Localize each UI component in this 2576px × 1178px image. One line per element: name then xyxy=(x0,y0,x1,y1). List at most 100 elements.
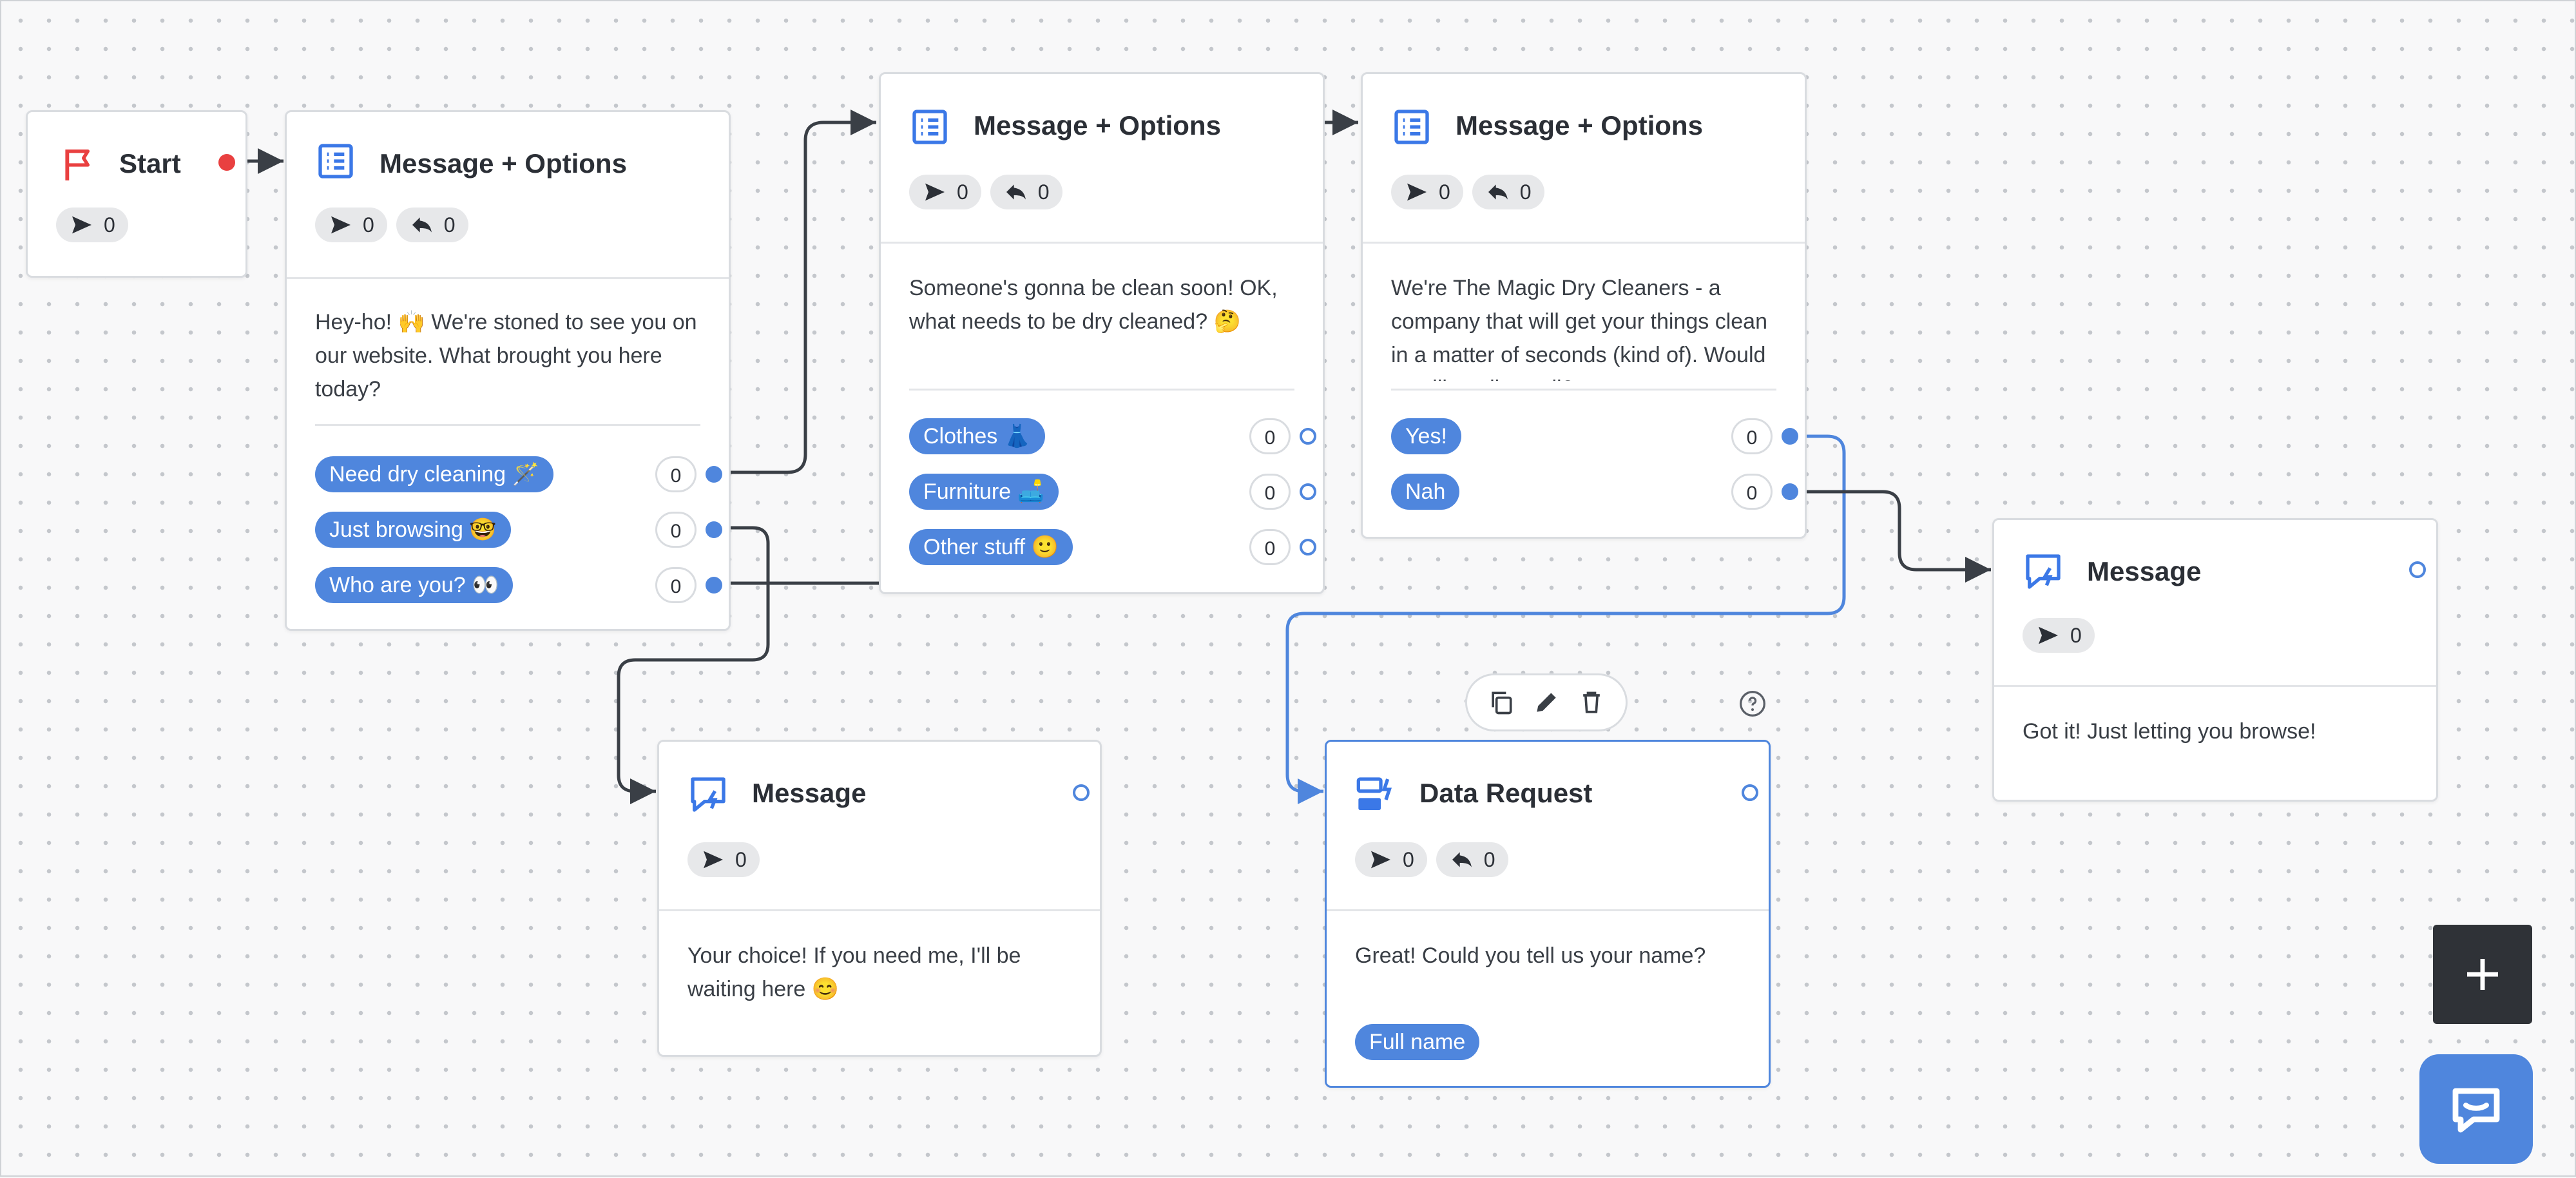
node-title: Message xyxy=(2087,556,2202,586)
option-chip[interactable]: Need dry cleaning 🪄 xyxy=(315,456,553,492)
node-stats: 0 0 xyxy=(1391,175,1544,209)
reply-count-pill: 0 xyxy=(1436,842,1508,877)
node-toolbar xyxy=(1465,673,1628,731)
reply-count: 0 xyxy=(1483,847,1495,871)
add-node-button[interactable] xyxy=(2433,925,2532,1024)
node-stats: 0 xyxy=(687,842,760,877)
option-chip[interactable]: Other stuff 🙂 xyxy=(909,529,1073,565)
option-port[interactable] xyxy=(1300,428,1316,445)
start-node[interactable]: Start 0 xyxy=(26,110,247,278)
node-header: Message + Options 0 0 xyxy=(881,74,1323,242)
option-count: 0 xyxy=(1249,529,1291,565)
chat-widget-button[interactable] xyxy=(2419,1054,2533,1164)
divider xyxy=(909,389,1294,391)
copy-icon[interactable] xyxy=(1487,688,1515,717)
message-node-nah-reply[interactable]: Message 0 Got it! Just letting you brows… xyxy=(1992,518,2438,802)
sent-count: 0 xyxy=(1403,847,1414,871)
reply-icon xyxy=(1452,852,1472,867)
node-stats: 0 0 xyxy=(1355,842,1508,877)
sent-count-pill: 0 xyxy=(1391,175,1463,209)
reply-icon xyxy=(1006,184,1026,200)
node-header: Data Request 0 0 xyxy=(1327,742,1769,909)
edit-icon[interactable] xyxy=(1532,688,1561,717)
option-port[interactable] xyxy=(1300,539,1316,555)
reply-count-pill: 0 xyxy=(396,208,468,242)
send-icon xyxy=(72,216,91,234)
list-icon xyxy=(1394,110,1429,144)
sent-count: 0 xyxy=(1439,180,1450,204)
field-chip[interactable]: Full name xyxy=(1355,1024,1480,1060)
divider xyxy=(315,424,700,426)
wire-dry-cleaning-to-cleaning xyxy=(728,110,876,474)
option-count: 0 xyxy=(1249,418,1291,454)
send-icon xyxy=(1407,183,1427,201)
list-icon xyxy=(318,144,353,179)
sent-count-pill: 0 xyxy=(315,208,387,242)
output-port[interactable] xyxy=(1073,784,1090,801)
sent-count: 0 xyxy=(363,213,374,237)
chat-icon xyxy=(2452,1088,2500,1133)
message-options-node-greeting[interactable]: Message + Options 0 0 Hey-ho! 🙌 We're st… xyxy=(285,110,731,631)
node-title: Message + Options xyxy=(974,110,1221,140)
node-stats: 0 0 xyxy=(315,208,468,242)
option-row: Nah 0 xyxy=(1391,474,1805,510)
message-text: We're The Magic Dry Cleaners - a company… xyxy=(1391,276,1767,381)
option-port[interactable] xyxy=(706,466,722,483)
option-chip[interactable]: Just browsing 🤓 xyxy=(315,512,511,548)
divider xyxy=(287,277,729,279)
node-header: Message 0 xyxy=(659,742,1100,909)
node-stats: 0 xyxy=(2023,618,2095,653)
option-count: 0 xyxy=(1731,474,1773,510)
message-node-browse-reply[interactable]: Message 0 Your choice! If you need me, I… xyxy=(657,740,1102,1057)
help-icon[interactable] xyxy=(1738,690,1767,718)
option-port[interactable] xyxy=(706,577,722,594)
message-options-node-cleaning[interactable]: Message + Options 0 0 Someone's gonna be… xyxy=(879,72,1325,594)
node-header: Start 0 xyxy=(28,112,245,242)
option-count: 0 xyxy=(655,512,697,548)
divider xyxy=(659,909,1100,911)
reply-count: 0 xyxy=(1037,180,1050,204)
node-stats: 0 xyxy=(56,208,128,242)
option-port[interactable] xyxy=(706,521,722,538)
send-icon xyxy=(2039,626,2058,644)
option-port[interactable] xyxy=(1782,483,1798,500)
option-chip[interactable]: Nah xyxy=(1391,474,1460,510)
sent-count-pill: 0 xyxy=(56,208,128,242)
node-header: Message + Options 0 0 xyxy=(1363,74,1805,242)
option-row: Clothes 👗 0 xyxy=(909,418,1323,454)
reply-icon xyxy=(412,217,432,233)
data-request-node[interactable]: Data Request 0 0 Great! Could you tell u… xyxy=(1325,740,1771,1088)
reply-count: 0 xyxy=(1519,180,1532,204)
sent-count-pill: 0 xyxy=(1355,842,1427,877)
sent-count-pill: 0 xyxy=(909,175,981,209)
sent-count-pill: 0 xyxy=(2023,618,2095,653)
option-row: Other stuff 🙂 0 xyxy=(909,529,1323,565)
divider xyxy=(1994,685,2436,687)
option-chip[interactable]: Who are you? 👀 xyxy=(315,567,514,603)
plus-icon xyxy=(2467,959,2498,990)
list-icon xyxy=(912,110,947,144)
option-chip[interactable]: Furniture 🛋️ xyxy=(909,474,1059,510)
divider xyxy=(1391,389,1776,391)
send-icon xyxy=(1371,851,1390,869)
reply-count: 0 xyxy=(443,213,456,237)
node-header: Message + Options 0 0 xyxy=(287,112,729,277)
sent-count: 0 xyxy=(957,180,968,204)
reply-count-pill: 0 xyxy=(1472,175,1544,209)
node-title: Message + Options xyxy=(380,148,627,179)
divider xyxy=(1327,909,1769,911)
output-port[interactable] xyxy=(1742,784,1758,801)
option-chip[interactable]: Yes! xyxy=(1391,418,1461,454)
node-stats: 0 0 xyxy=(909,175,1062,209)
node-title: Start xyxy=(119,148,181,179)
option-chip[interactable]: Clothes 👗 xyxy=(909,418,1046,454)
output-port[interactable] xyxy=(218,154,235,171)
delete-icon[interactable] xyxy=(1577,688,1606,717)
option-port[interactable] xyxy=(1300,483,1316,500)
message-text: Your choice! If you need me, I'll be wai… xyxy=(687,943,1021,1001)
option-row: Just browsing 🤓 0 xyxy=(315,512,729,548)
message-options-node-about[interactable]: Message + Options 0 0 We're The Magic Dr… xyxy=(1361,72,1807,539)
output-port[interactable] xyxy=(2409,561,2426,578)
divider xyxy=(881,242,1323,244)
option-port[interactable] xyxy=(1782,428,1798,445)
